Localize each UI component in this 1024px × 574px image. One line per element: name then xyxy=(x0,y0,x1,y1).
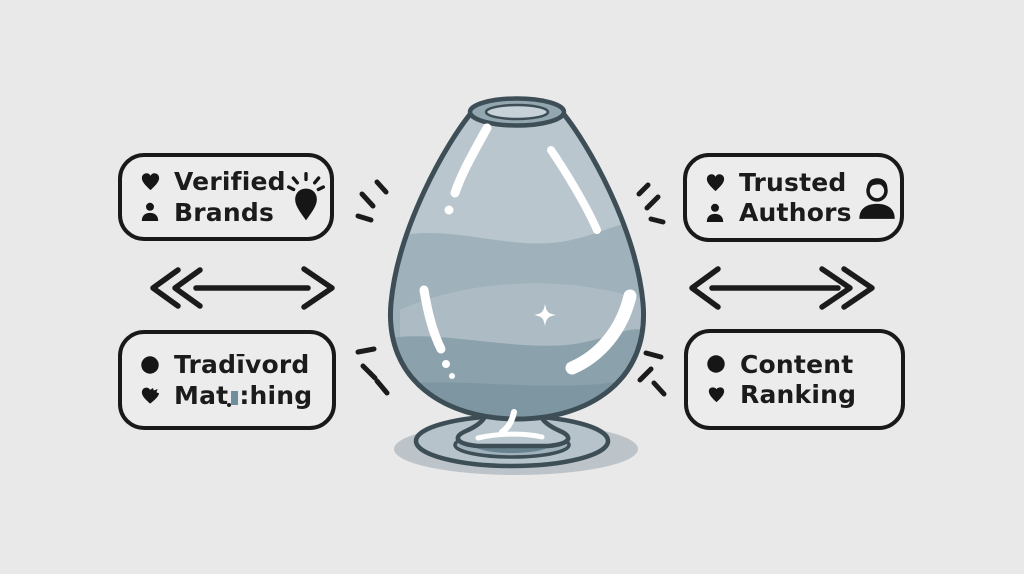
heart-icon xyxy=(702,171,728,194)
content-ranking-line2: Ranking xyxy=(740,380,857,409)
content-ranking-line1: Content xyxy=(740,349,854,379)
keyword-matching-line1: Tradīvord xyxy=(174,350,310,379)
author-avatar-icon xyxy=(852,172,902,224)
dot-icon xyxy=(703,353,729,375)
verified-brands-rows: Verified Brands xyxy=(137,168,286,226)
right-arrow xyxy=(689,266,875,310)
glass-highlights xyxy=(419,123,637,441)
trusted-authors-line2: Authors xyxy=(739,198,852,227)
trusted-authors-rows: Trusted Authors xyxy=(702,167,852,227)
sparkle-icon xyxy=(534,304,556,326)
verified-brands-line2: Brands xyxy=(174,197,275,227)
keyword-matching-line2: Mat :hing xyxy=(174,380,313,410)
emphasis-dashes-bottom-right xyxy=(637,350,667,397)
verified-brands-box: Verified Brands xyxy=(118,153,334,241)
keyword-matching-rows: Tradīvord Mat :hing xyxy=(137,351,312,409)
verified-brands-line1: Verified xyxy=(174,167,286,196)
left-arrow xyxy=(150,266,335,310)
vase-rim xyxy=(467,96,567,128)
heart-down-icon xyxy=(703,383,729,406)
emphasis-dashes-bottom-left xyxy=(355,346,390,396)
heart-icon xyxy=(137,170,163,193)
content-ranking-box: Content Ranking xyxy=(684,329,905,430)
trusted-authors-line1: Trusted xyxy=(739,167,847,197)
broken-heart-icon xyxy=(137,384,163,407)
glitch-artifact xyxy=(227,390,239,407)
glow-drop-icon xyxy=(286,171,326,223)
dot-icon xyxy=(137,354,163,376)
keyword-matching-line2-prefix: Mat xyxy=(174,380,229,410)
person-icon xyxy=(137,200,163,224)
trusted-authors-box: Trusted Authors xyxy=(683,153,904,242)
emphasis-dashes-top-left xyxy=(355,179,389,223)
vase-body xyxy=(388,109,646,422)
emphasis-dashes-top-right xyxy=(636,182,666,225)
keyword-matching-box: Tradīvord Mat :hing xyxy=(118,330,336,430)
content-ranking-rows: Content Ranking xyxy=(703,349,857,409)
person-icon xyxy=(702,201,728,225)
keyword-matching-line2-suffix: :hing xyxy=(239,380,313,410)
